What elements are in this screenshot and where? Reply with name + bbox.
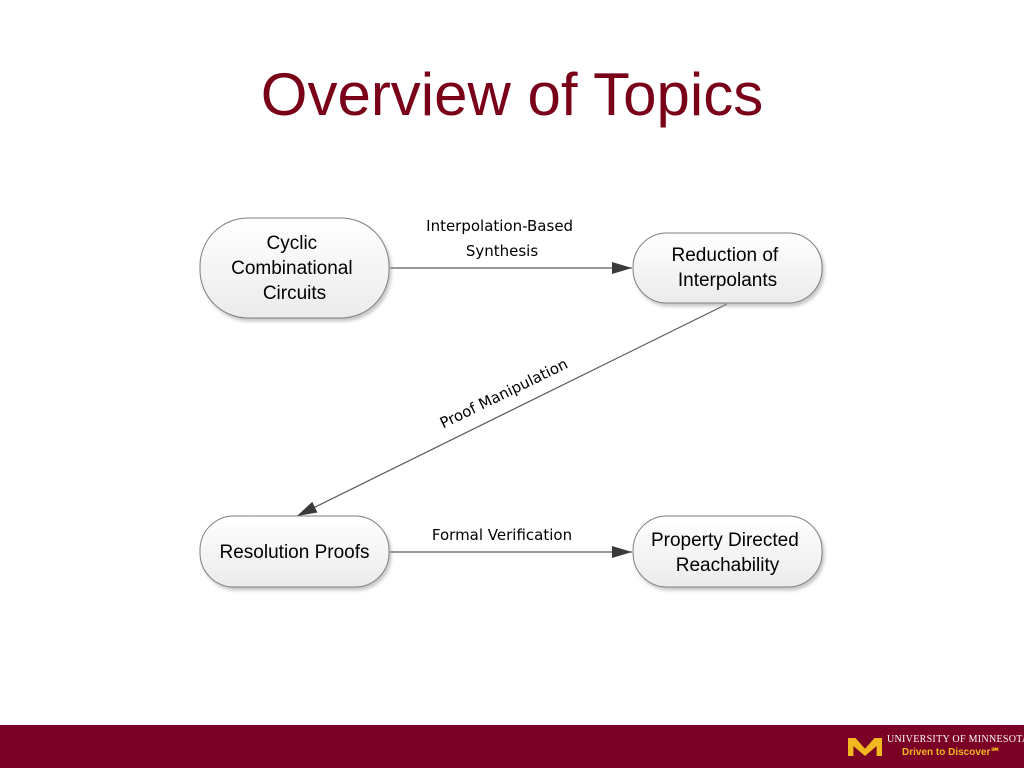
edge-proof-label: Proof Manipulation bbox=[437, 355, 571, 433]
node-resolution-label: Resolution Proofs bbox=[220, 542, 370, 563]
university-tagline: Driven to Discover℠ bbox=[902, 747, 1001, 758]
node-property-directed-reachability: Property Directed Reachability bbox=[632, 515, 823, 588]
node-resolution-proofs: Resolution Proofs bbox=[199, 515, 390, 588]
node-reduction-of-interpolants: Reduction of Interpolants bbox=[632, 232, 823, 304]
edge-interpolation-label: Interpolation-Based Synthesis bbox=[426, 217, 578, 260]
node-cyclic-label: Cyclic Combinational Circuits bbox=[231, 233, 358, 304]
slide-title: Overview of Topics bbox=[260, 61, 764, 128]
university-name: UNIVERSITY OF MINNESOTA bbox=[887, 734, 1024, 745]
node-cyclic-combinational-circuits: Cyclic Combinational Circuits bbox=[199, 217, 390, 319]
edge-formal-label: Formal Verification bbox=[432, 526, 572, 544]
node-reduction-label: Reduction of Interpolants bbox=[672, 245, 784, 291]
node-pdr-label: Property Directed Reachability bbox=[651, 530, 804, 576]
edge-proof-arrow bbox=[296, 303, 728, 517]
